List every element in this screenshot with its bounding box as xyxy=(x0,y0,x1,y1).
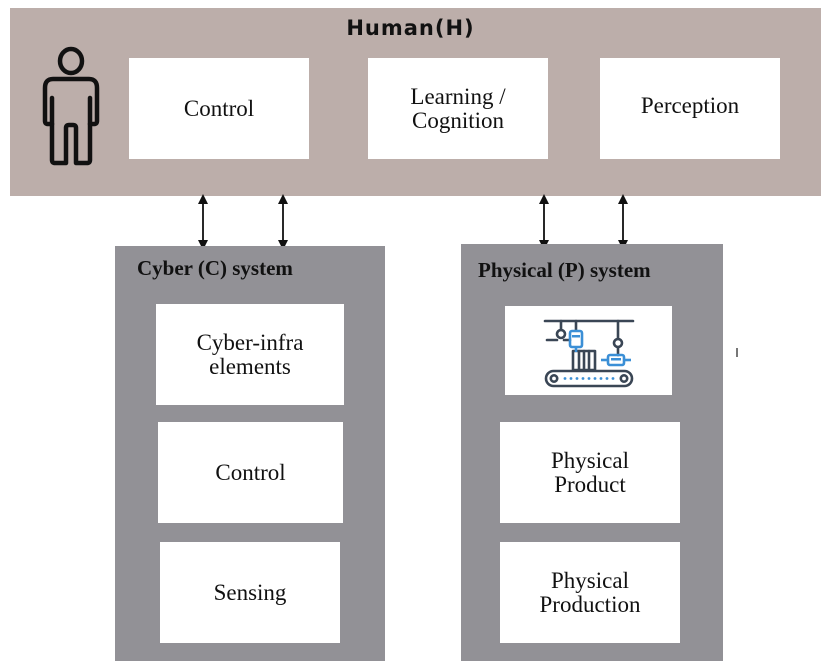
cyber-sensing-label: Sensing xyxy=(213,579,287,605)
person-icon xyxy=(42,46,100,166)
cyber-system-title: Cyber (C) system xyxy=(137,256,293,280)
physical-production-box: Physical Production xyxy=(500,542,680,643)
cyber-control-box: Control xyxy=(158,422,343,523)
human-title: Human(H) xyxy=(346,16,475,40)
human-learning-label-1: Learning / xyxy=(410,83,506,109)
human-learning-label-2: Cognition xyxy=(411,107,504,133)
physical-production-label-1: Physical xyxy=(551,567,629,593)
cyber-infra-label-2: elements xyxy=(209,353,291,379)
physical-system-title: Physical (P) system xyxy=(478,258,651,282)
physical-product-label-1: Physical xyxy=(551,447,629,473)
physical-product-label-2: Product xyxy=(554,471,626,497)
stray-mark xyxy=(736,348,738,357)
human-perception-box: Perception xyxy=(600,58,780,159)
cyber-control-label: Control xyxy=(215,459,286,485)
factory-conveyor-icon xyxy=(543,319,634,387)
human-perception-label: Perception xyxy=(640,92,740,118)
cyber-infra-label-1: Cyber-infra xyxy=(196,329,304,355)
physical-product-box: Physical Product xyxy=(500,422,680,523)
factory-icon-box xyxy=(505,306,672,395)
human-control-box: Control xyxy=(129,58,309,159)
human-learning-box: Learning / Cognition xyxy=(368,58,548,159)
physical-production-label-2: Production xyxy=(539,591,641,617)
cyber-sensing-box: Sensing xyxy=(160,542,340,643)
cyber-infra-box: Cyber-infra elements xyxy=(156,304,344,405)
human-control-label: Control xyxy=(183,95,255,121)
